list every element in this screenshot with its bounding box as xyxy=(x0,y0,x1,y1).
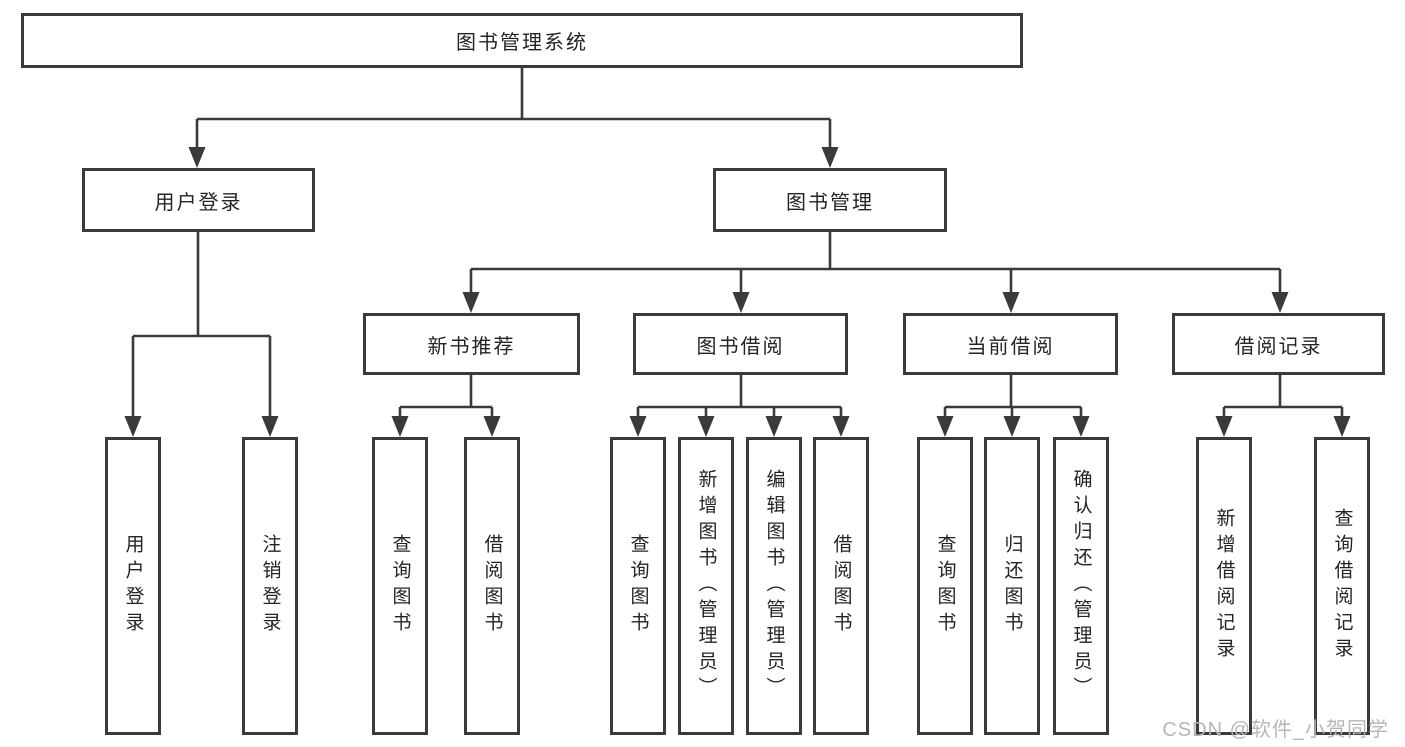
arrowhead-icon xyxy=(261,416,279,437)
connector-group-6 xyxy=(1215,375,1351,437)
node-current-borrow: 当前借阅 xyxy=(903,313,1118,375)
arrowhead-icon xyxy=(765,416,783,437)
watermark: CSDN @软件_小贺同学 xyxy=(1162,719,1389,741)
node-user-login: 用户登录 xyxy=(82,168,315,232)
connector-group-4 xyxy=(629,375,850,437)
connector-group-0 xyxy=(188,68,839,168)
arrowhead-icon xyxy=(188,147,206,168)
arrowhead-icon xyxy=(1003,416,1021,437)
node-label: 查询借阅记录 xyxy=(1331,508,1353,664)
node-label: 借阅图书 xyxy=(830,534,852,638)
node-leaf-add-book-admin: 新增图书（管理员） xyxy=(678,437,734,735)
arrowhead-icon xyxy=(462,292,480,313)
node-book-management: 图书管理 xyxy=(713,168,947,232)
node-label: 用户登录 xyxy=(154,191,243,214)
node-leaf-return-book: 归还图书 xyxy=(984,437,1040,735)
arrowhead-icon xyxy=(732,292,750,313)
node-label: 注销登录 xyxy=(259,534,281,638)
node-label: 归还图书 xyxy=(1001,534,1023,638)
arrowhead-icon xyxy=(124,416,142,437)
node-leaf-user-login: 用户登录 xyxy=(105,437,161,735)
node-label: 查询图书 xyxy=(389,534,411,638)
node-label: 查询图书 xyxy=(627,534,649,638)
node-leaf-confirm-return-admin: 确认归还（管理员） xyxy=(1053,437,1109,735)
connector-group-1 xyxy=(124,232,279,437)
arrowhead-icon xyxy=(1002,292,1020,313)
arrowhead-icon xyxy=(1072,416,1090,437)
node-label: 当前借阅 xyxy=(966,335,1055,358)
node-label: 图书管理 xyxy=(786,191,874,214)
node-label: 新书推荐 xyxy=(427,335,516,358)
node-label: 图书借阅 xyxy=(696,335,785,358)
node-label: 新增借阅记录 xyxy=(1213,508,1235,664)
arrowhead-icon xyxy=(832,416,850,437)
arrowhead-icon xyxy=(821,147,839,168)
connector-group-2 xyxy=(462,232,1289,313)
node-label: 确认归还（管理员） xyxy=(1070,469,1092,703)
connector-group-3 xyxy=(391,375,501,437)
node-label: 用户登录 xyxy=(122,534,144,638)
node-leaf-query-book-3: 查询图书 xyxy=(917,437,973,735)
node-leaf-add-borrow-record: 新增借阅记录 xyxy=(1196,437,1252,735)
arrowhead-icon xyxy=(391,416,409,437)
node-book-borrow: 图书借阅 xyxy=(633,313,848,375)
arrowhead-icon xyxy=(697,416,715,437)
node-leaf-query-book-1: 查询图书 xyxy=(372,437,428,735)
arrowhead-icon xyxy=(483,416,501,437)
connector-group-5 xyxy=(936,375,1090,437)
node-system-root: 图书管理系统 xyxy=(21,13,1023,68)
node-borrow-records: 借阅记录 xyxy=(1172,313,1385,375)
node-leaf-query-book-2: 查询图书 xyxy=(610,437,666,735)
node-leaf-edit-book-admin: 编辑图书（管理员） xyxy=(746,437,802,735)
node-leaf-query-borrow-record: 查询借阅记录 xyxy=(1314,437,1370,735)
node-label: 借阅记录 xyxy=(1234,335,1323,358)
node-label: 编辑图书（管理员） xyxy=(763,469,785,703)
node-label: 借阅图书 xyxy=(481,534,503,638)
arrowhead-icon xyxy=(936,416,954,437)
arrowhead-icon xyxy=(1215,416,1233,437)
node-leaf-borrow-book-2: 借阅图书 xyxy=(813,437,869,735)
node-leaf-borrow-book-1: 借阅图书 xyxy=(464,437,520,735)
node-leaf-logout: 注销登录 xyxy=(242,437,298,735)
arrowhead-icon xyxy=(629,416,647,437)
arrowhead-icon xyxy=(1333,416,1351,437)
arrowhead-icon xyxy=(1271,292,1289,313)
node-label: 新增图书（管理员） xyxy=(695,469,717,703)
node-new-book-recommend: 新书推荐 xyxy=(363,313,580,375)
node-label: 查询图书 xyxy=(934,534,956,638)
node-label: 图书管理系统 xyxy=(456,32,588,54)
